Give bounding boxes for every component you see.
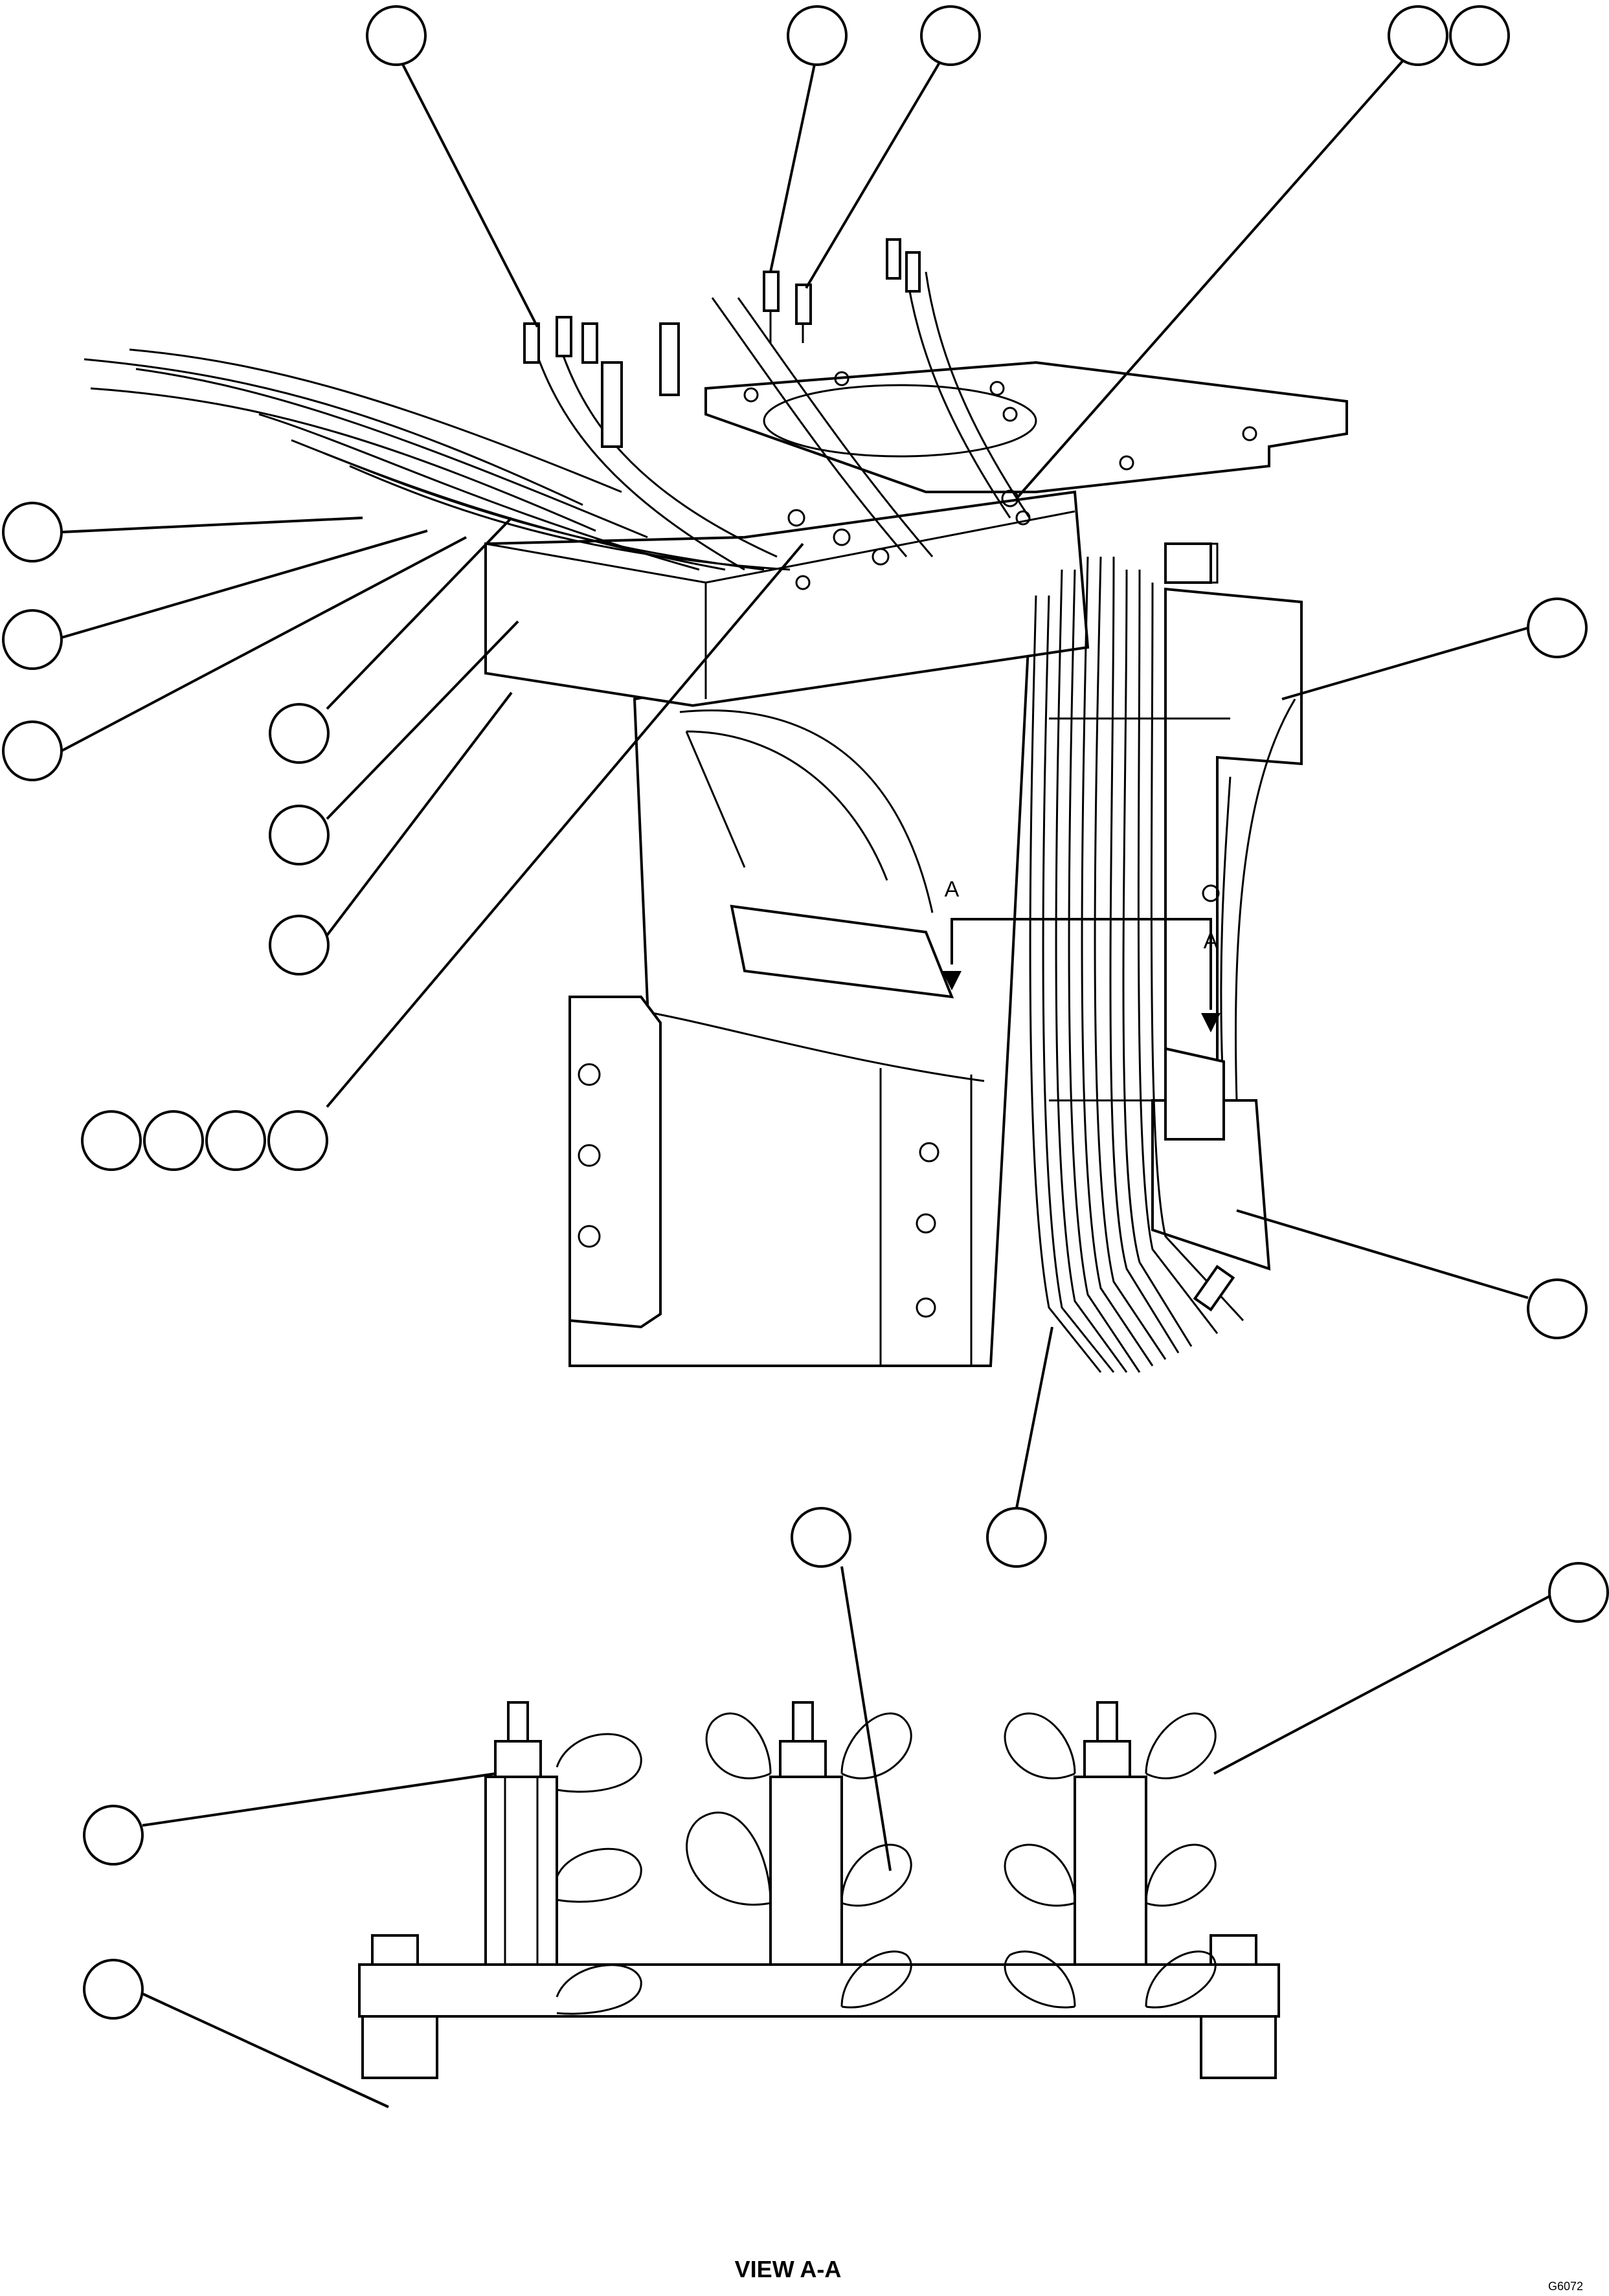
- clamp-stack-right: [1004, 1701, 1217, 2009]
- left-bracket: [568, 996, 662, 1329]
- plate-boss: [763, 384, 1037, 458]
- callout-3[interactable]: [920, 5, 981, 66]
- right-side-plate: [1164, 587, 1303, 1102]
- callout-9[interactable]: [269, 703, 330, 764]
- section-marker-right: A: [1204, 929, 1219, 953]
- callout-17[interactable]: [1527, 1278, 1588, 1339]
- callout-4[interactable]: [1388, 5, 1448, 66]
- callout-21[interactable]: [83, 1805, 144, 1866]
- callout-20[interactable]: [1548, 1562, 1609, 1623]
- callout-10[interactable]: [269, 805, 330, 865]
- callout-13[interactable]: [143, 1110, 204, 1171]
- clamp-stack-middle: [686, 1701, 912, 2009]
- leader-lines: [61, 51, 1551, 2108]
- section-cut-line: [942, 918, 1221, 1032]
- view-a-a: [358, 1701, 1280, 2079]
- callout-5[interactable]: [1449, 5, 1510, 66]
- clamp-stack-left: [484, 1701, 642, 2015]
- callout-2[interactable]: [787, 5, 848, 66]
- mounting-plate: [704, 361, 1348, 493]
- vertical-hose-bundle: [1029, 556, 1244, 1373]
- callout-1[interactable]: [366, 5, 427, 66]
- view-title: VIEW A-A: [735, 2256, 842, 2282]
- diagonal-hose-group: [84, 271, 1031, 571]
- callout-18[interactable]: [791, 1507, 851, 1568]
- callout-22[interactable]: [83, 1959, 144, 2020]
- hose-fittings: [523, 238, 1235, 1311]
- upper-assembly: A A: [84, 238, 1348, 1373]
- figure-code: G6072: [1548, 2280, 1583, 2293]
- callout-19[interactable]: [986, 1507, 1047, 1568]
- hose-support-box: [484, 490, 1090, 708]
- callout-15[interactable]: [267, 1110, 328, 1171]
- section-marker-left: A: [945, 877, 960, 902]
- callout-11[interactable]: [269, 915, 330, 975]
- callout-6[interactable]: [2, 502, 63, 563]
- callout-16[interactable]: [1527, 597, 1588, 658]
- callout-12[interactable]: [81, 1110, 142, 1171]
- callout-14[interactable]: [205, 1110, 266, 1171]
- callout-8[interactable]: [2, 720, 63, 781]
- callout-7[interactable]: [2, 609, 63, 670]
- base-plate: [358, 1963, 1280, 2018]
- callouts: [2, 5, 1609, 2020]
